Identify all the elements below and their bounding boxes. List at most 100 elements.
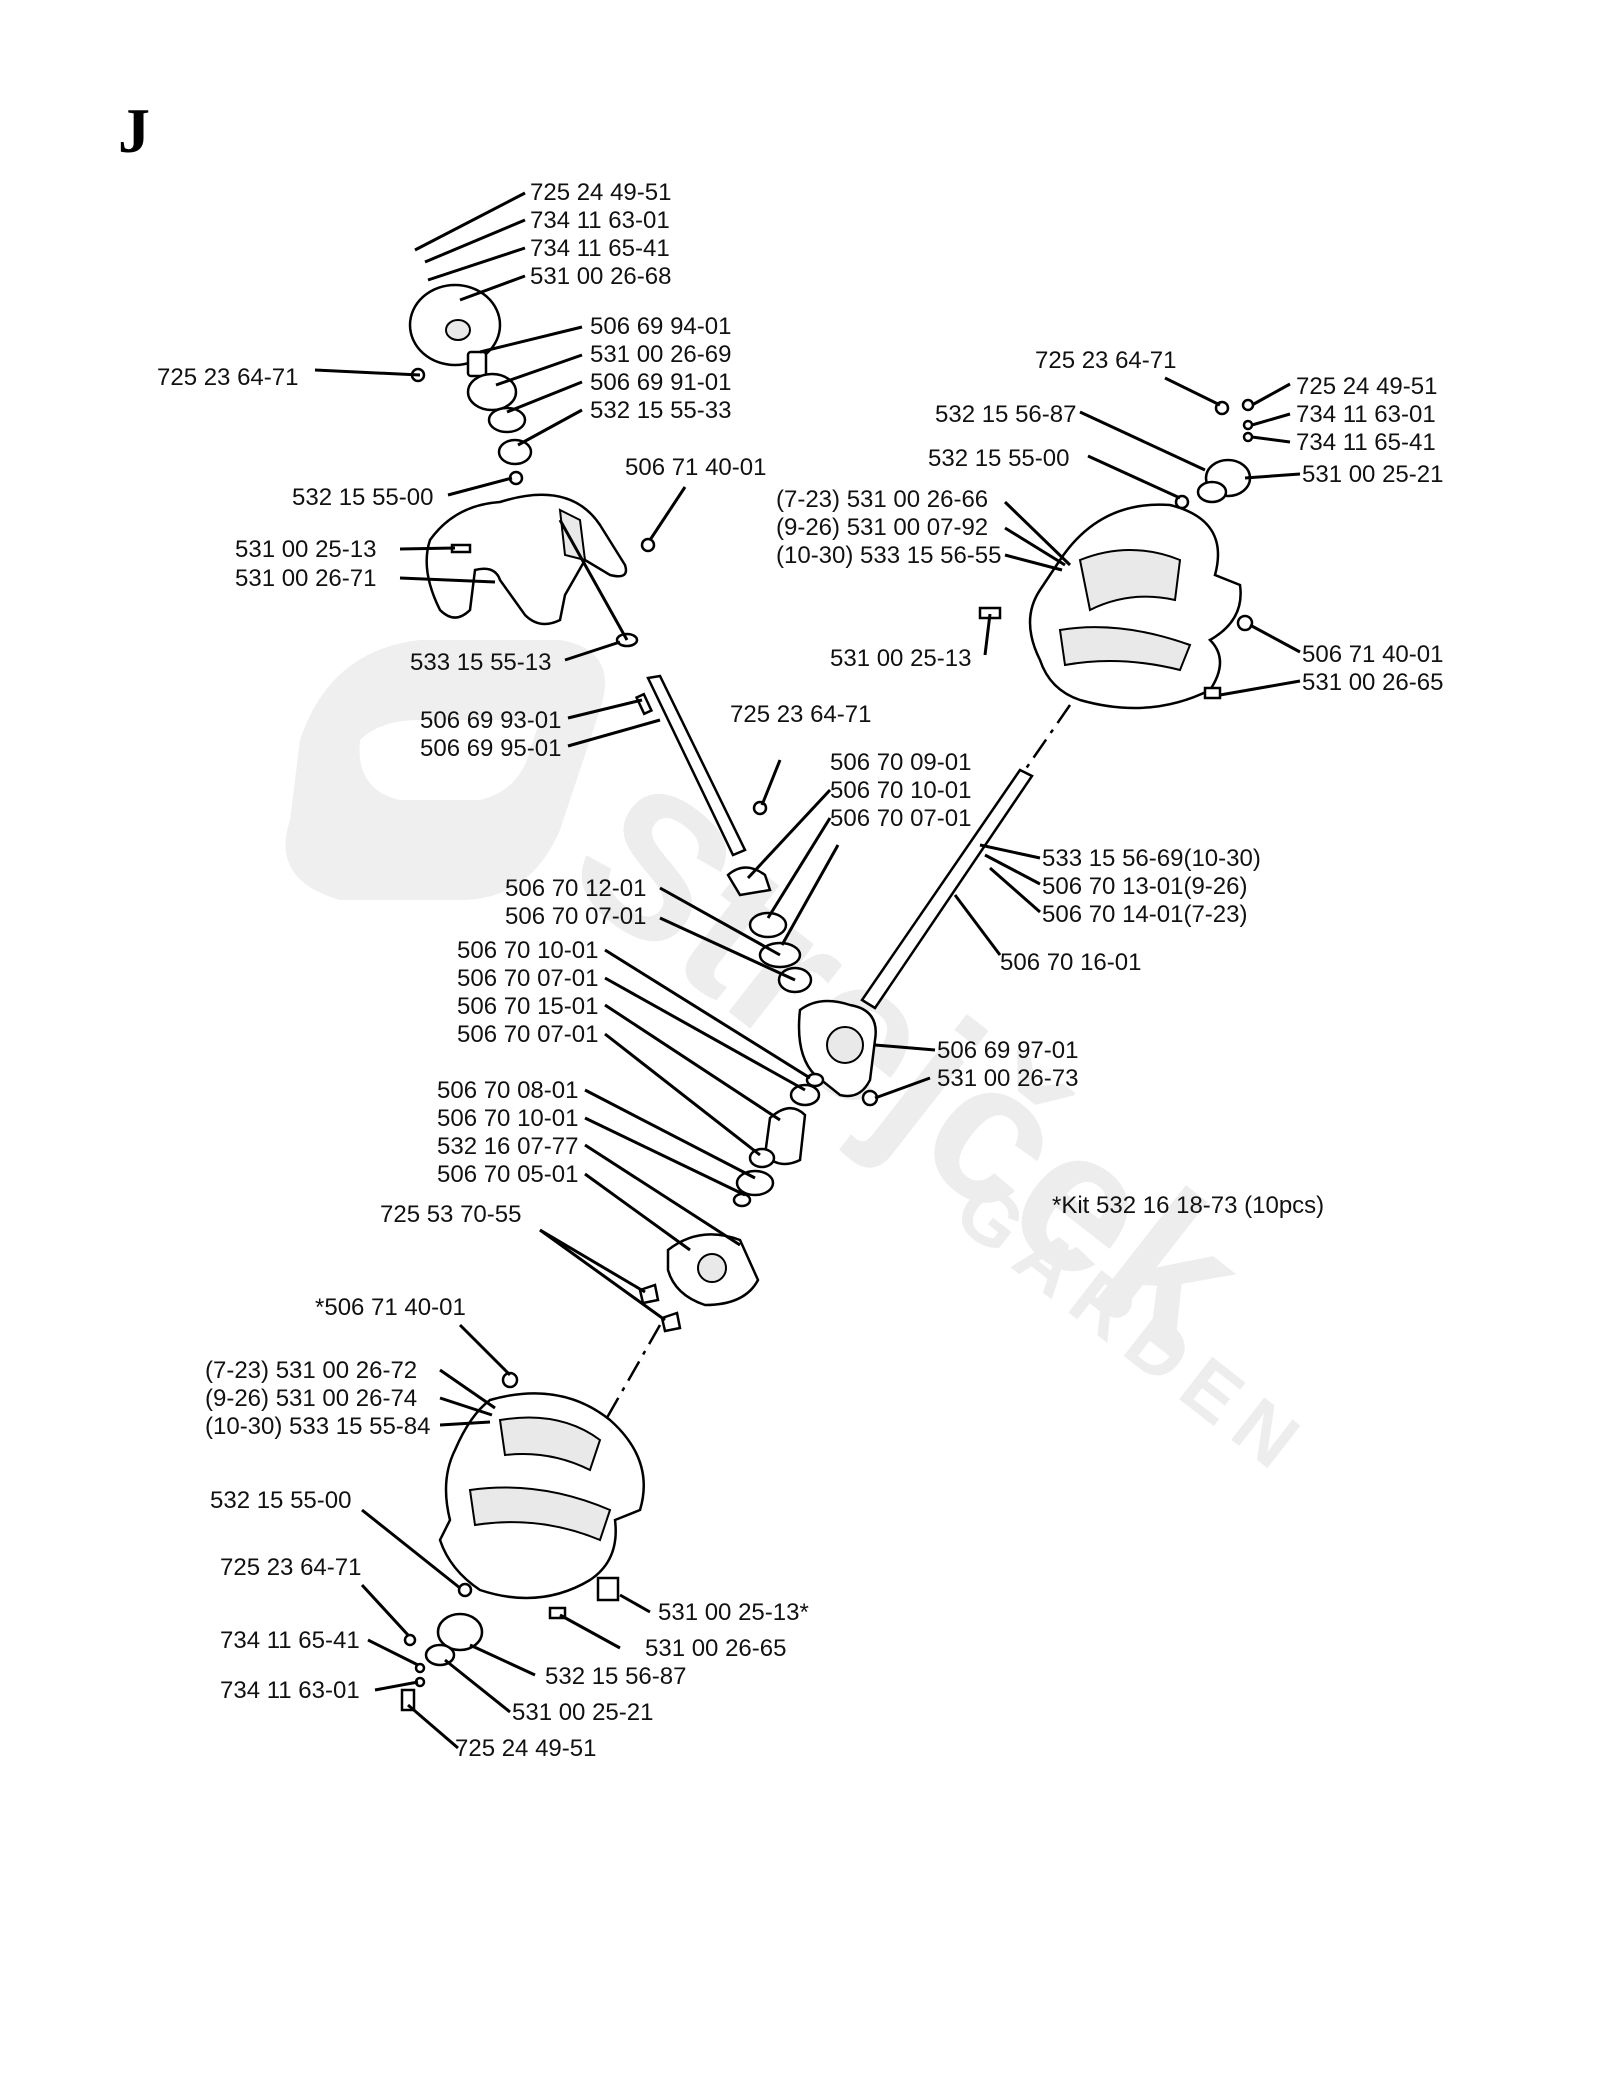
part-number: 531 00 26-65 [645, 1635, 786, 1662]
part-number: 531 00 25-13* [658, 1599, 809, 1626]
part-number: 531 00 26-69 [590, 341, 731, 368]
part-number: 533 15 55-13 [410, 649, 551, 676]
part-number: 725 23 64-71 [1035, 347, 1176, 374]
part-number: 506 70 07-01 [457, 1021, 598, 1048]
part-number: 531 00 25-21 [1302, 461, 1443, 488]
part-number: (7-23) 531 00 26-66 [776, 486, 988, 513]
part-number: 725 23 64-71 [157, 364, 298, 391]
part-number: 506 69 95-01 [420, 735, 561, 762]
nut-bottom [501, 1371, 519, 1389]
impeller-blade [558, 508, 587, 562]
shaft-line-upper [558, 519, 629, 641]
part-number: 506 70 12-01 [505, 875, 646, 902]
flange-right [1196, 480, 1228, 504]
part-number: 531 00 26-71 [235, 565, 376, 592]
gear-cover-hub [697, 1253, 727, 1283]
screw-g2 [660, 1311, 682, 1333]
pulley-bottom [436, 1612, 484, 1652]
auger-blade [1078, 549, 1182, 612]
washer-bottom [414, 1662, 426, 1674]
bearing-small [487, 406, 527, 434]
part-number: 532 15 55-00 [292, 484, 433, 511]
part-number: *506 71 40-01 [315, 1294, 466, 1321]
part-number: (10-30) 533 15 55-84 [205, 1413, 431, 1440]
part-number: 506 70 07-01 [830, 805, 971, 832]
clip [726, 866, 772, 897]
part-number: 532 15 55-33 [590, 397, 731, 424]
part-number: 734 11 65-41 [530, 235, 670, 262]
nut [640, 537, 656, 553]
part-number: 506 71 40-01 [625, 454, 766, 481]
watermark-logo-icon [285, 640, 605, 900]
part-number: 506 69 91-01 [590, 369, 731, 396]
bolt-gear [752, 800, 768, 816]
part-number: 531 00 25-13 [235, 536, 376, 563]
screw-right [1241, 398, 1255, 412]
part-number: 506 70 14-01(7-23) [1042, 901, 1247, 928]
washer-g [805, 1072, 825, 1088]
bolt-auger-2 [1203, 686, 1222, 700]
spacer [466, 350, 488, 378]
part-number: 506 70 10-01 [437, 1105, 578, 1132]
nut-bottom-2 [457, 1582, 473, 1598]
part-number: 725 24 49-51 [530, 179, 671, 206]
part-number: 506 69 94-01 [590, 313, 731, 340]
part-number: 725 23 64-71 [220, 1554, 361, 1581]
washer-g2 [732, 1192, 752, 1208]
watermark: Strejček GARDEN [285, 640, 1326, 1493]
bushing [497, 438, 533, 466]
auger-flight-2 [468, 1486, 612, 1542]
part-drawings [400, 283, 1255, 1712]
part-number: 532 15 55-00 [928, 445, 1069, 472]
bearing [748, 911, 788, 939]
part-number: 506 70 07-01 [505, 903, 646, 930]
left-impeller-housing [425, 493, 628, 626]
nut-auger [1236, 614, 1254, 632]
part-number: (9-26) 531 00 07-92 [776, 514, 988, 541]
part-number: 506 71 40-01 [1302, 641, 1443, 668]
part-number: 532 16 07-77 [437, 1133, 578, 1160]
part-number: 506 69 97-01 [937, 1037, 1078, 1064]
bottom-assembly-labels: *506 71 40-01 (7-23) 531 00 26-72 (9-26)… [205, 1294, 809, 1762]
part-number: 506 70 16-01 [1000, 949, 1141, 976]
part-number: 506 70 10-01 [830, 777, 971, 804]
part-number: 506 70 10-01 [457, 937, 598, 964]
part-number: 506 69 93-01 [420, 707, 561, 734]
part-number: 532 15 55-00 [210, 1487, 351, 1514]
part-number: 734 11 63-01 [1296, 401, 1436, 428]
bolt-auger [978, 606, 1002, 620]
bolt-bottom [596, 1576, 620, 1602]
part-number: 725 53 70-55 [380, 1201, 521, 1228]
auger-shaft [860, 768, 1034, 1010]
part-number: 725 23 64-71 [730, 701, 871, 728]
pulley-hub [445, 319, 471, 341]
part-number: 725 24 49-51 [455, 1735, 596, 1762]
part-number: 532 15 56-87 [545, 1663, 686, 1690]
part-number: 506 70 05-01 [437, 1161, 578, 1188]
part-number: 734 11 65-41 [1296, 429, 1436, 456]
circlip [735, 1169, 775, 1197]
part-number: 531 00 25-13 [830, 645, 971, 672]
key [634, 692, 654, 716]
part-number: 725 24 49-51 [1296, 373, 1437, 400]
kit-note: *Kit 532 16 18-73 (10pcs) [1052, 1192, 1324, 1219]
gearbox-port [826, 1026, 864, 1064]
part-number: 506 70 08-01 [437, 1077, 578, 1104]
part-number: 734 11 63-01 [220, 1677, 360, 1704]
auger-blade-2 [1058, 626, 1192, 672]
part-number: 506 70 07-01 [457, 965, 598, 992]
right-assembly-labels: 725 23 64-71 725 24 49-51 734 11 63-01 5… [776, 347, 1443, 696]
screw-g [638, 1283, 660, 1305]
part-number: (7-23) 531 00 26-72 [205, 1357, 417, 1384]
leader-lines [314, 191, 1301, 1750]
left-assembly-labels: 725 24 49-51 734 11 63-01 734 11 65-41 5… [157, 179, 766, 762]
section-letter: J [118, 95, 150, 166]
auger-flight [498, 1416, 602, 1472]
axis-line-right [1023, 704, 1072, 771]
screw-bottom [403, 1633, 417, 1647]
part-number: 506 70 13-01(9-26) [1042, 873, 1247, 900]
part-number: (9-26) 531 00 26-74 [205, 1385, 417, 1412]
axis-line-bottom [598, 1324, 662, 1431]
part-number: 531 00 26-65 [1302, 669, 1443, 696]
